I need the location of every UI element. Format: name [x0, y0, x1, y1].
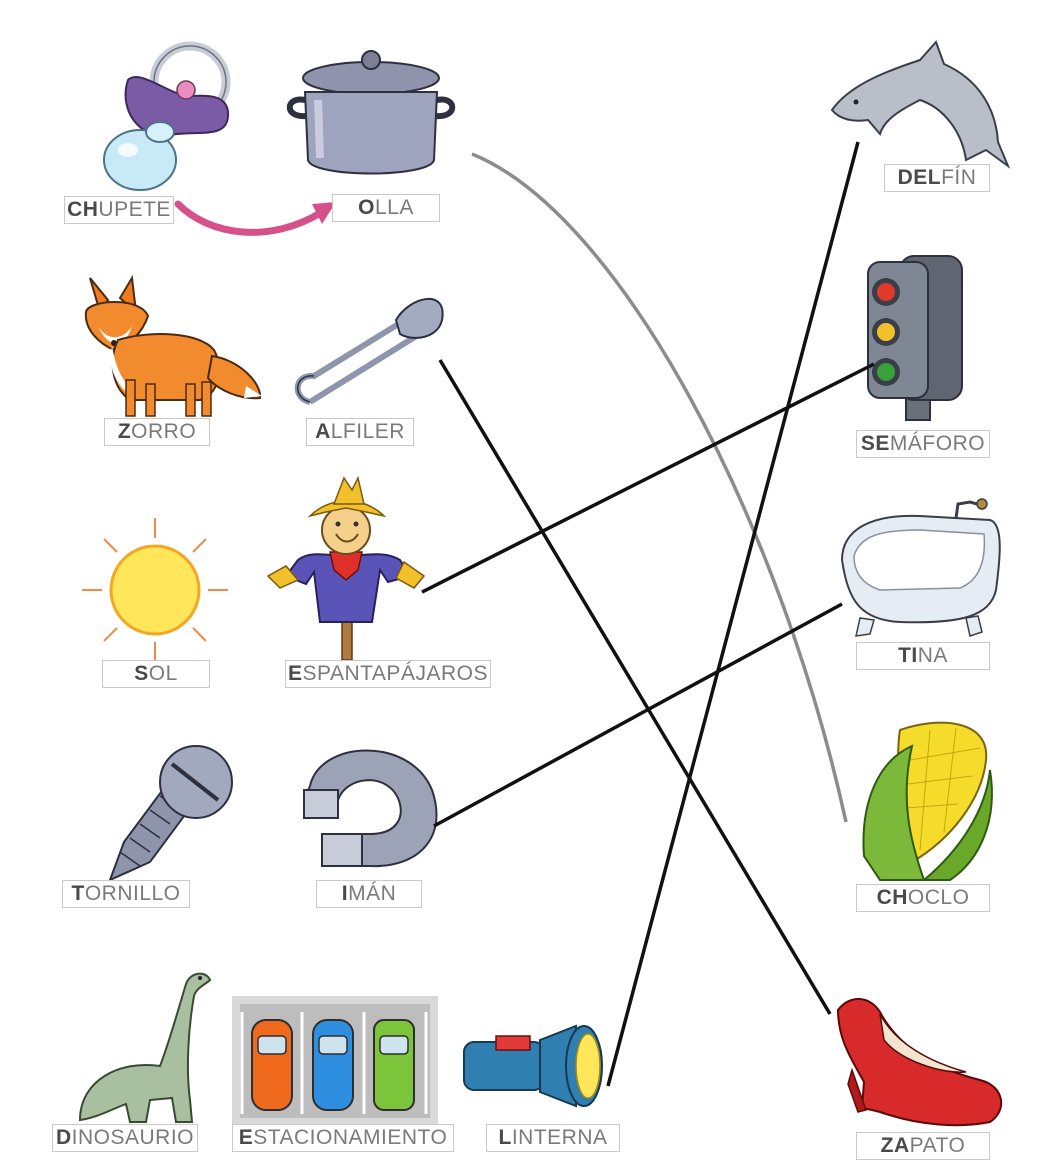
dolphin-icon — [830, 40, 1011, 169]
traffic-light-icon — [867, 255, 963, 421]
screw-icon — [108, 745, 233, 882]
match-line-espantapajaros-semaforo — [421, 362, 875, 594]
dinosaur-icon — [78, 972, 212, 1123]
match-lines — [421, 141, 875, 1087]
fox-icon — [84, 274, 262, 417]
safety-pin-icon — [294, 298, 444, 405]
sun-icon — [82, 518, 228, 662]
example-arrow — [174, 200, 336, 236]
match-line-iman-tina — [433, 602, 843, 828]
flashlight-icon — [463, 1024, 603, 1108]
match-line-alfiler-zapato — [438, 359, 832, 1015]
pacifier-icon — [103, 41, 231, 191]
match-line-linterna-delfin — [606, 141, 860, 1087]
corn-icon — [862, 721, 993, 881]
bathtub-icon — [840, 498, 1001, 637]
pot-icon — [286, 50, 456, 175]
scarecrow-icon — [266, 475, 426, 661]
magnet-icon — [303, 749, 438, 868]
parking-lot-icon — [232, 996, 438, 1126]
shoe-icon — [836, 998, 1003, 1127]
hint-line-olla-choclo — [471, 152, 848, 823]
